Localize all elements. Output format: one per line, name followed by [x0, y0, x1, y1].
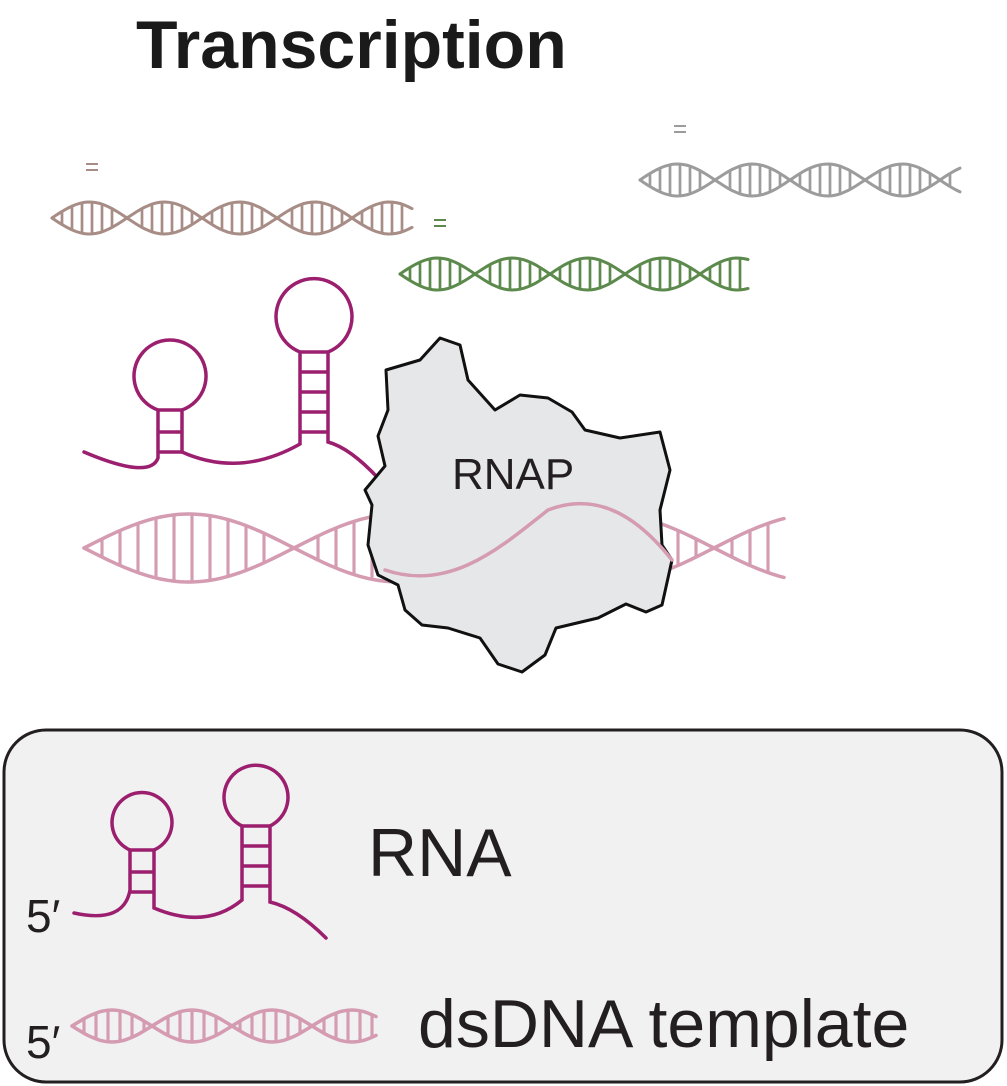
legend-dsdna-label: dsDNA template [418, 986, 909, 1062]
legend-panel: 5′ RNA 5′ dsDNA template [2, 728, 1004, 1084]
dna-strand-front-main [383, 501, 674, 578]
rna-five-prime-label: 5′ [26, 890, 60, 942]
rnap-polymerase [363, 336, 674, 674]
rna-strand-main [82, 277, 380, 480]
legend-rna-icon [72, 763, 328, 940]
legend-dsdna-strand-b [70, 1008, 378, 1044]
dna-five-prime-label: 5′ [26, 1016, 60, 1068]
background-complex-green [398, 219, 750, 292]
background-dna-strand-b [398, 256, 750, 292]
legend-dsdna-strand-a [70, 1008, 378, 1044]
legend-rna-hairpin-stems [130, 824, 270, 894]
background-complex-brown [50, 163, 414, 236]
rnap-label: RNAP [452, 450, 574, 499]
background-dna-strand-a [398, 256, 750, 292]
legend-rna-label: RNA [368, 815, 512, 891]
page-title: Transcription [136, 7, 567, 83]
legend-dsdna-icon [70, 1008, 378, 1044]
rna-hairpin-stems-main [158, 350, 328, 454]
main-transcription-complex: RNAP [82, 277, 786, 674]
background-complex-gray [638, 125, 962, 198]
legend-box [2, 728, 1004, 1084]
